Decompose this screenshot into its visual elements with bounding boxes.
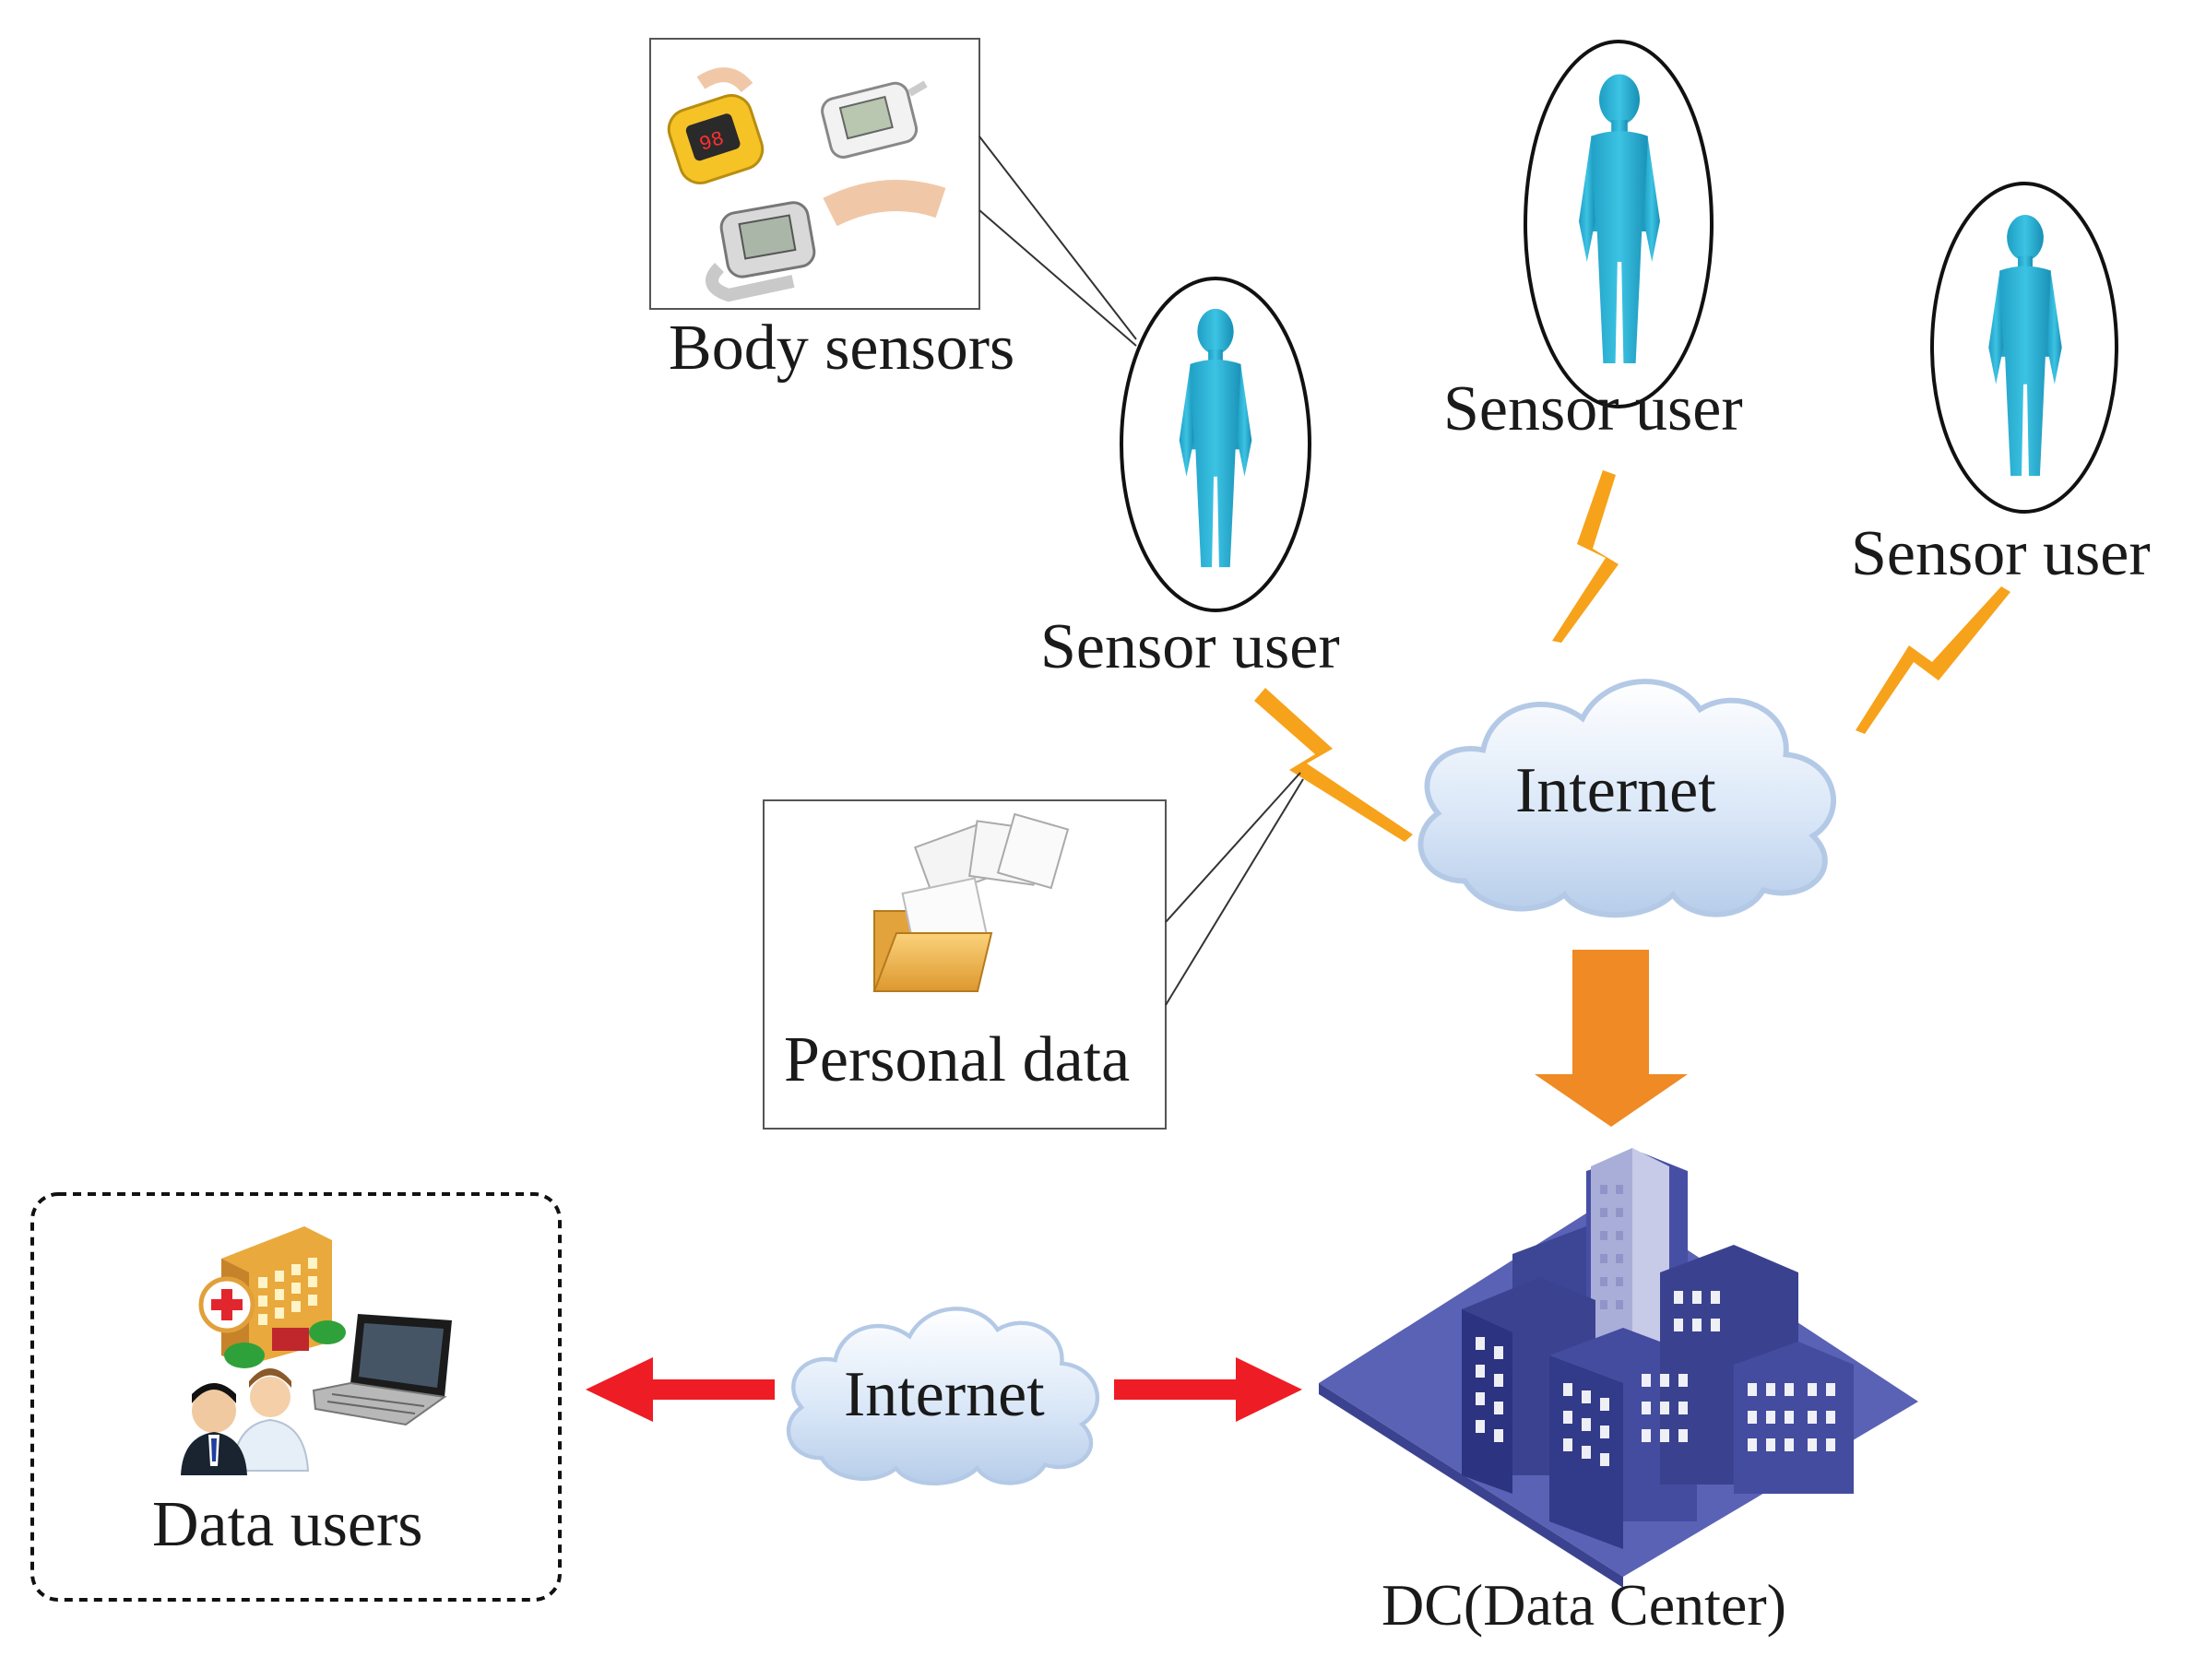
sensor-user-3-label: Sensor user [1851,518,2151,589]
sensor-user-1-label: Sensor user [1040,611,1340,682]
wireless-signal-icon [1254,688,1413,842]
laptop-icon [312,1314,452,1426]
down-arrow [1535,950,1688,1127]
wireless-signal-icon [1856,586,2010,734]
data-users-box [30,1192,562,1602]
medical-sensors-icon: 98 [667,67,946,302]
people-icon [181,1368,310,1475]
body-sensors-label: Body sensors [669,313,1014,384]
sensor-user-2-label: Sensor user [1443,373,1743,444]
internet-secondary-label: Internet [844,1359,1045,1430]
personal-data-callout [763,772,1304,1130]
folder-icon [872,812,1070,992]
sensor-user-3 [1930,182,2118,514]
sensor-user-2 [1524,40,1714,408]
data-center-label: DC(Data Center) [1382,1572,1786,1638]
red-arrow-right [1114,1357,1302,1422]
wireless-signal-icon [1552,470,1619,643]
internet-main-label: Internet [1515,755,1716,826]
personal-data-label: Personal data [784,1024,1130,1095]
hospital-icon [198,1226,346,1368]
data-center-city-icon [1319,1148,1918,1588]
red-arrow-left [586,1357,775,1422]
sensor-user-1 [1120,277,1311,612]
body-sensors-callout: 98 [649,38,1137,347]
data-users-label: Data users [152,1489,423,1560]
